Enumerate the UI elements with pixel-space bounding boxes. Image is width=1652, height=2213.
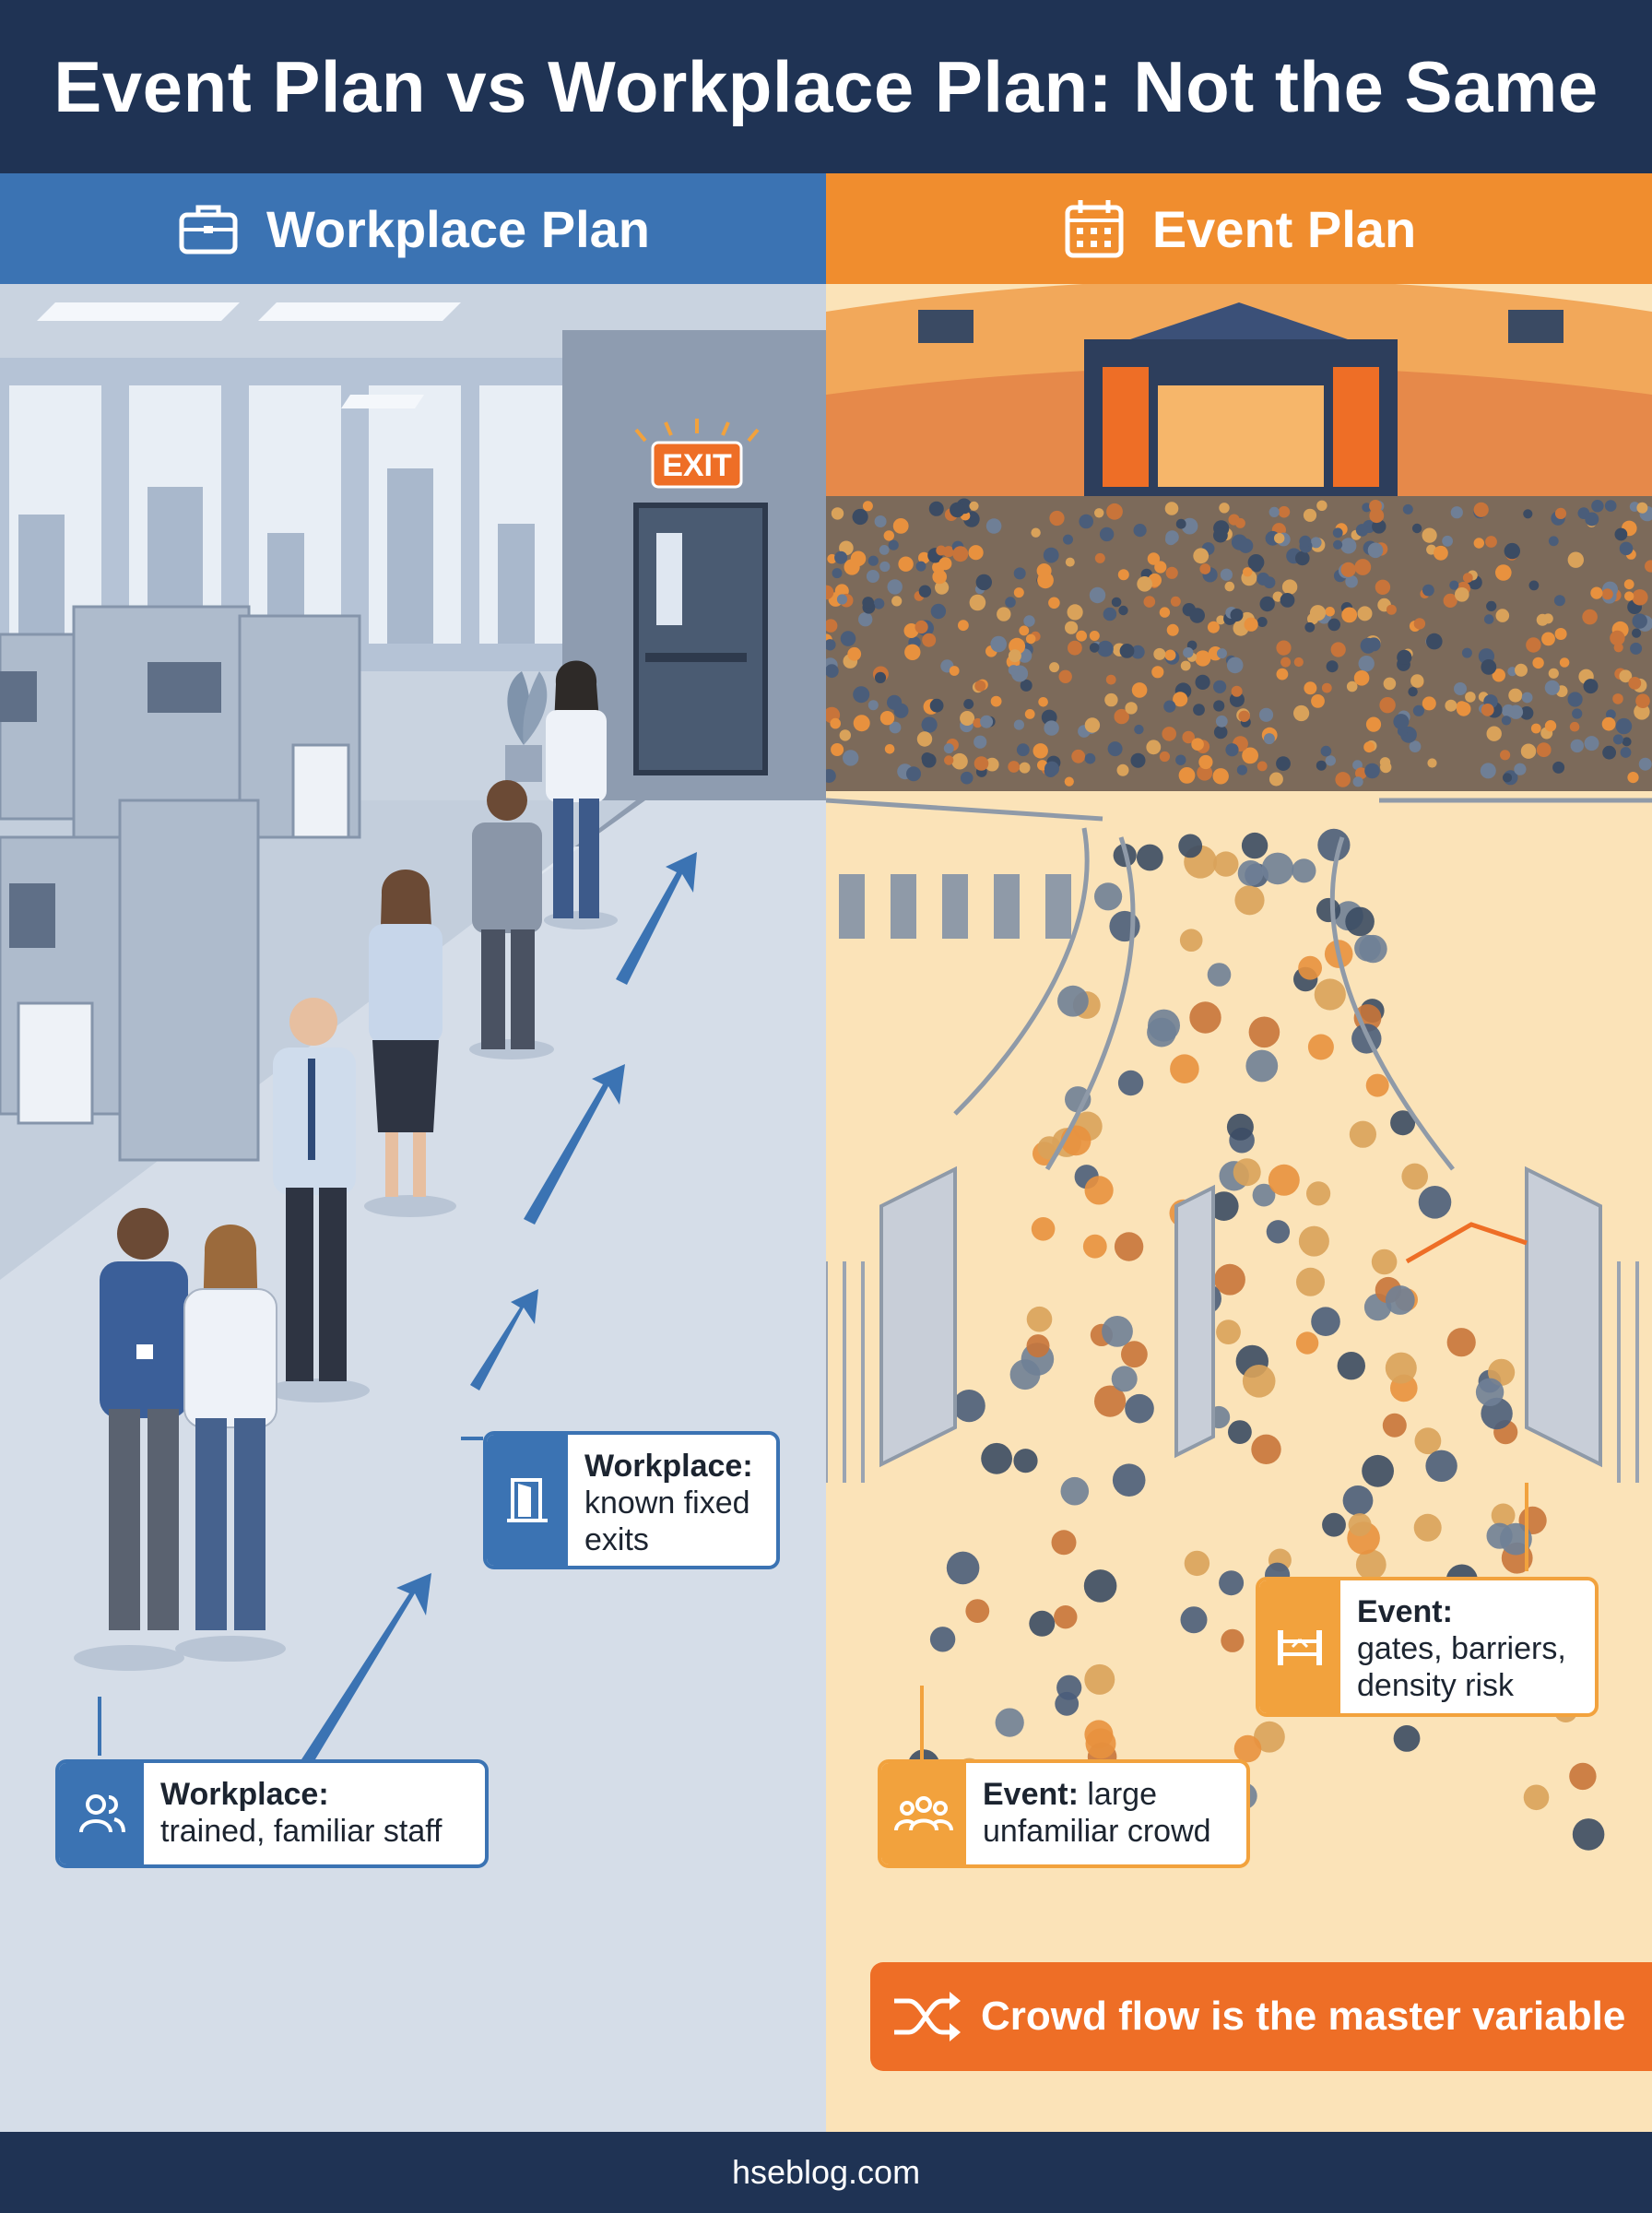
footer-site: hseblog.com xyxy=(731,2153,921,2191)
event-header-label: Event Plan xyxy=(1151,199,1417,258)
callout-text: Workplace: known fixed exits xyxy=(568,1435,770,1566)
crowd-icon-box xyxy=(881,1763,966,1864)
exit-sign: EXIT xyxy=(662,448,732,483)
banner-text: Crowd flow is the master variable xyxy=(981,1994,1626,2039)
callout-text: Workplace: trained, familiar staff xyxy=(144,1763,459,1864)
workplace-header-label: Workplace Plan xyxy=(266,199,650,258)
callout-large-crowd: Event: large unfamiliar crowd xyxy=(878,1759,1250,1868)
title-bar: Event Plan vs Workplace Plan: Not the Sa… xyxy=(0,0,1652,173)
crowd-flow-banner: Crowd flow is the master variable xyxy=(870,1962,1652,2071)
event-header: Event Plan xyxy=(826,173,1652,284)
callout-line1: known fixed xyxy=(584,1485,750,1521)
callout-line2: density risk xyxy=(1357,1668,1515,1703)
people-icon xyxy=(79,1794,125,1833)
door-icon xyxy=(507,1478,548,1522)
barrier-icon-box xyxy=(1259,1580,1340,1713)
staff-people xyxy=(74,660,618,1671)
stadium-illustration xyxy=(826,284,1652,1851)
callout-bold: Workplace: xyxy=(160,1777,329,1812)
footer: hseblog.com xyxy=(0,2132,1652,2213)
briefcase-icon xyxy=(179,205,238,254)
callout-text: Event: gates, barriers, density risk xyxy=(1340,1580,1583,1713)
callout-text: Event: large unfamiliar crowd xyxy=(966,1763,1228,1864)
barrier-icon xyxy=(1278,1630,1322,1665)
callout-bold: Event: xyxy=(1357,1594,1453,1629)
event-panel: Event Plan xyxy=(826,173,1652,2132)
callout-line1: trained, familiar staff xyxy=(160,1814,442,1849)
callout-line2: exits xyxy=(584,1522,649,1557)
door-icon-box xyxy=(487,1435,568,1566)
callout-known-fixed-exits: Workplace: known fixed exits xyxy=(483,1431,780,1569)
callout-line1: large xyxy=(1078,1777,1157,1812)
callout-bold: Event: xyxy=(983,1777,1079,1812)
page-title: Event Plan vs Workplace Plan: Not the Sa… xyxy=(53,45,1599,127)
callout-gates-barriers: Event: gates, barriers, density risk xyxy=(1256,1577,1599,1717)
crowd-icon xyxy=(894,1796,953,1831)
workplace-panel: Workplace Plan xyxy=(0,173,826,2132)
callout-trained-staff: Workplace: trained, familiar staff xyxy=(55,1759,489,1868)
shuffle-icon xyxy=(894,1992,961,2041)
calendar-icon xyxy=(1065,200,1124,258)
callout-bold: Workplace: xyxy=(584,1449,753,1484)
workplace-header: Workplace Plan xyxy=(0,173,826,284)
people-icon-box xyxy=(59,1763,144,1864)
callout-line2: unfamiliar crowd xyxy=(983,1814,1211,1849)
callout-line1: gates, barriers, xyxy=(1357,1631,1566,1666)
